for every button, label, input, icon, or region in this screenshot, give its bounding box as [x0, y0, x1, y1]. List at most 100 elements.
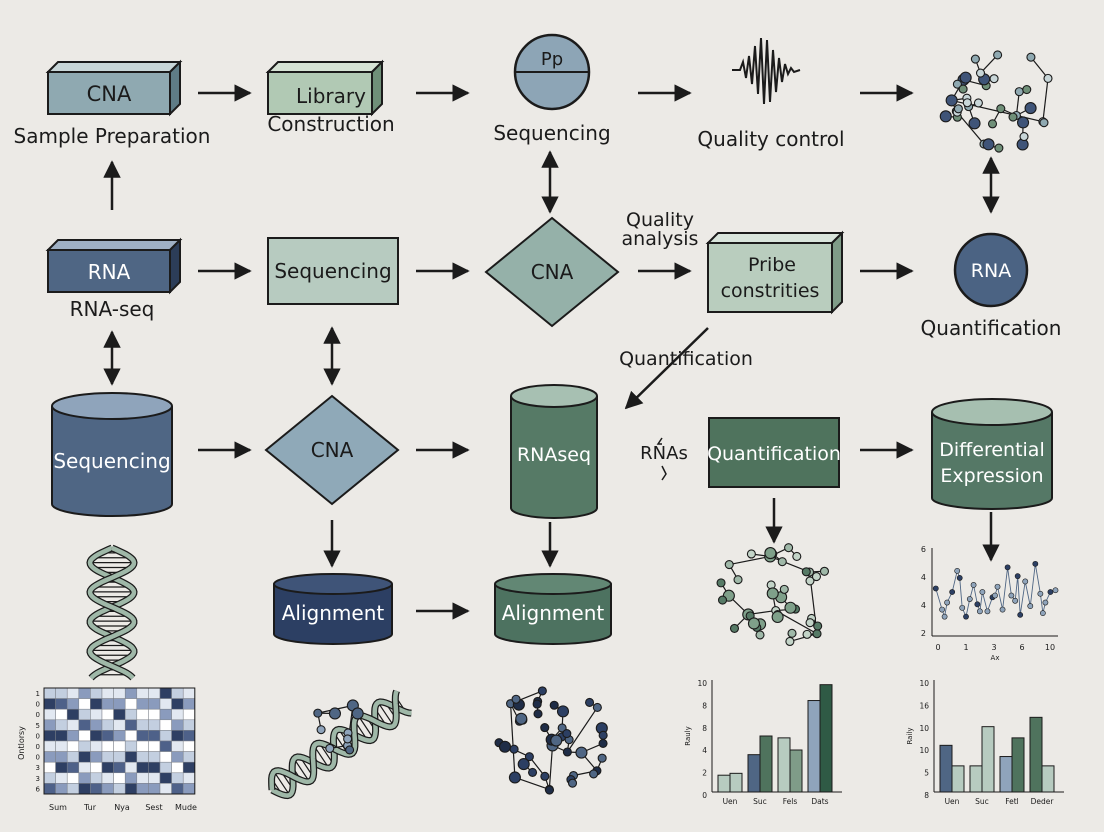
scatter-point [1032, 560, 1039, 567]
heatmap-cell [43, 730, 56, 742]
heatmap-cell [136, 719, 149, 731]
heatmap-cell [159, 687, 172, 699]
network-node [524, 752, 534, 762]
heatmap-cell [90, 687, 103, 699]
network-node [792, 551, 802, 561]
heatmap-cell [90, 730, 103, 742]
network-node [1014, 87, 1024, 97]
quality-label: Quality [626, 209, 694, 231]
network-node [784, 601, 797, 614]
heatmap-cell [113, 687, 126, 699]
heatmap-cell [171, 719, 184, 731]
scatter-point [970, 582, 977, 588]
network-node [746, 549, 756, 559]
heatmap-cell [182, 708, 196, 721]
network-node [1022, 84, 1032, 95]
bar-ytick: 10 [697, 679, 707, 688]
network-node [575, 746, 588, 759]
heatmap-cell [101, 730, 114, 742]
network-node [747, 617, 761, 630]
differential-label: Differential [939, 439, 1044, 461]
heatmap-cell [159, 730, 172, 742]
heatmap-cell [136, 761, 149, 774]
helix-rung [273, 771, 291, 796]
scatter-point [1012, 597, 1019, 604]
bar [759, 735, 773, 793]
heatmap-cell [182, 687, 196, 699]
network-node [556, 705, 570, 718]
network-node [1024, 102, 1037, 115]
scatter-point [954, 567, 961, 574]
heatmap-ytick: 0 [36, 711, 40, 719]
heatmap-cell [171, 708, 184, 721]
heatmap-cell [159, 751, 172, 763]
network-edge [566, 707, 598, 753]
alignment-left-label: Alignment [282, 601, 385, 625]
heatmap-cell [101, 761, 114, 774]
network-node [989, 74, 999, 84]
sample-preparation-label: Sample Preparation [14, 124, 211, 148]
scatter-ytick: 4 [921, 601, 926, 610]
sequencing-box: Sequencing [267, 237, 399, 305]
network-node [787, 628, 797, 638]
heatmap-cell [43, 751, 56, 763]
helix-rung [377, 702, 395, 727]
heatmap-cell [124, 751, 138, 763]
network-node [592, 702, 602, 712]
waveform-icon [732, 37, 801, 105]
heatmap-cell [148, 761, 161, 774]
scatter-point [944, 599, 951, 606]
heatmap-cell [113, 719, 126, 731]
expression-label: Expression [940, 465, 1043, 487]
heatmap-frame [43, 687, 196, 795]
heatmap-cell [159, 698, 172, 710]
cna-diamond-lower-label: CNA [311, 438, 354, 462]
heatmap-cell [182, 751, 196, 763]
heatmap-cell [124, 740, 138, 752]
heatmap-cell [90, 740, 103, 752]
heatmap-cell [171, 772, 184, 784]
network-node [1008, 112, 1018, 122]
network-node [996, 104, 1006, 114]
network-node [533, 709, 543, 719]
alignment-right-label: Alignment [502, 601, 605, 625]
heatmap-cell [78, 730, 91, 742]
bar-xtick: Dats [811, 797, 828, 806]
heatmap-cell [159, 708, 172, 721]
bar-ytick: 5 [924, 769, 929, 778]
heatmap-ytick: 0 [36, 732, 40, 740]
heatmap-cell [43, 783, 56, 795]
network-node [975, 68, 986, 78]
network-node [813, 621, 823, 631]
network-edge [1042, 78, 1049, 122]
pp-label: Pp [541, 49, 563, 70]
heatmap-cell [159, 719, 172, 731]
network-edge [509, 703, 516, 778]
scatter-point [956, 575, 963, 581]
network-node [784, 543, 794, 553]
network-node [1039, 118, 1049, 128]
heatmap-cell [66, 761, 80, 774]
heatmap-cell [124, 772, 138, 784]
rna-seq-label: RNA-seq [70, 297, 155, 321]
bar-xtick: Suc [753, 797, 767, 806]
heatmap-cell [90, 772, 103, 784]
cna-diamond-lower: CNA [264, 394, 400, 506]
construction-label: Construction [267, 112, 394, 136]
network-node [532, 699, 542, 709]
network-icon-bottom [494, 686, 608, 795]
heatmap-cell [136, 687, 149, 699]
network-node [811, 571, 822, 582]
heatmap-cell [136, 751, 149, 763]
bar-xtick: Deder [1031, 797, 1055, 806]
heatmap-cell [55, 783, 68, 795]
bar-ytick: 10 [919, 724, 929, 733]
cna-box-label: CNA [87, 82, 132, 106]
alignment-cylinder-left: Alignment [273, 573, 393, 645]
network-node [959, 71, 972, 84]
bar [1011, 737, 1025, 793]
heatmap-cell [43, 772, 56, 784]
bar [747, 754, 761, 793]
